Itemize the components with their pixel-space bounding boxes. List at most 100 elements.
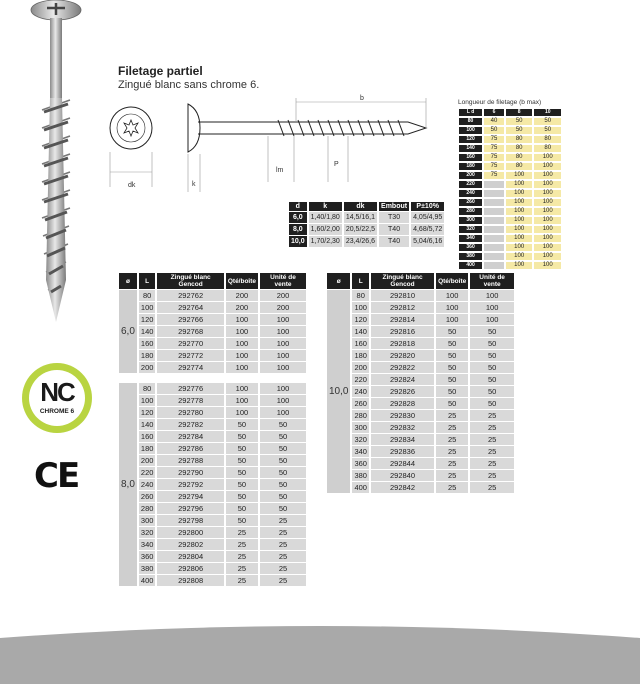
length-cell xyxy=(483,216,505,225)
length-cell: 100 xyxy=(533,261,562,270)
table-cell: 50 xyxy=(260,491,306,502)
product-col-header: L xyxy=(138,273,156,289)
length-row-l: 80 xyxy=(458,117,484,126)
table-cell: 25 xyxy=(436,482,469,493)
table-cell: 50 xyxy=(225,467,259,478)
product-col-header: Unité de vente xyxy=(260,273,306,289)
length-cell: 100 xyxy=(533,216,562,225)
length-row-l: 120 xyxy=(458,135,484,144)
table-cell: 25 xyxy=(225,575,259,586)
table-cell: 80 xyxy=(138,290,156,301)
table-cell: 100 xyxy=(260,338,306,349)
table-cell: 50 xyxy=(225,419,259,430)
table-cell: 120 xyxy=(352,314,369,325)
table-cell: 140 xyxy=(138,419,156,430)
table-cell: 320 xyxy=(352,434,369,445)
table-cell: 340 xyxy=(352,446,369,457)
label-lm: lm xyxy=(276,167,284,174)
table-cell: 300 xyxy=(138,515,156,526)
length-cell: 100 xyxy=(533,153,562,162)
table-cell: 25 xyxy=(260,539,306,550)
table-cell: 100 xyxy=(470,314,514,325)
length-row-l: 260 xyxy=(458,198,484,207)
table-cell: 25 xyxy=(470,458,514,469)
table-cell: 50 xyxy=(470,338,514,349)
table-cell: 100 xyxy=(225,362,259,373)
length-cell: 100 xyxy=(504,243,534,252)
table-cell: 50 xyxy=(436,398,469,409)
table-cell: 25 xyxy=(436,410,469,421)
length-cell: 75 xyxy=(483,135,505,144)
table-cell: 100 xyxy=(225,383,259,394)
table-cell: 292816 xyxy=(370,326,435,337)
table-cell: 320 xyxy=(138,527,156,538)
length-row-l: 320 xyxy=(458,225,484,234)
length-cell: 100 xyxy=(504,189,534,198)
table-cell: 100 xyxy=(225,314,259,325)
length-row-l: 380 xyxy=(458,252,484,261)
length-cell: 100 xyxy=(533,207,562,216)
table-cell: 50 xyxy=(436,326,469,337)
length-cell: 80 xyxy=(533,144,562,153)
table-cell: 260 xyxy=(138,491,156,502)
length-row-l: 360 xyxy=(458,243,484,252)
table-cell: 50 xyxy=(470,362,514,373)
section-subtitle: Zingué blanc sans chrome 6. xyxy=(118,79,260,91)
table-cell: 100 xyxy=(436,302,469,313)
length-cell: 100 xyxy=(533,234,562,243)
table-cell: 80 xyxy=(352,290,369,301)
table-cell: 380 xyxy=(138,563,156,574)
table-cell: 160 xyxy=(138,431,156,442)
length-cell xyxy=(483,207,505,216)
table-cell: 50 xyxy=(470,326,514,337)
table-cell: 100 xyxy=(260,314,306,325)
table-cell: 100 xyxy=(260,383,306,394)
table-cell: 50 xyxy=(470,386,514,397)
table-cell: 292798 xyxy=(157,515,224,526)
length-cell xyxy=(483,180,505,189)
length-cell: 100 xyxy=(533,189,562,198)
table-cell: 100 xyxy=(352,302,369,313)
length-cell: 100 xyxy=(504,207,534,216)
length-header-l: L d xyxy=(458,108,484,117)
table-cell: 292832 xyxy=(370,422,435,433)
table-cell: 100 xyxy=(470,290,514,301)
spec-cell: 10,0 xyxy=(289,236,307,247)
length-cell: 50 xyxy=(483,126,505,135)
table-cell: 50 xyxy=(260,455,306,466)
length-cell: 100 xyxy=(533,225,562,234)
spec-col-header: d xyxy=(289,202,307,211)
length-header-diameter: 6 xyxy=(483,108,505,117)
table-cell: 292802 xyxy=(157,539,224,550)
table-cell: 292812 xyxy=(370,302,435,313)
